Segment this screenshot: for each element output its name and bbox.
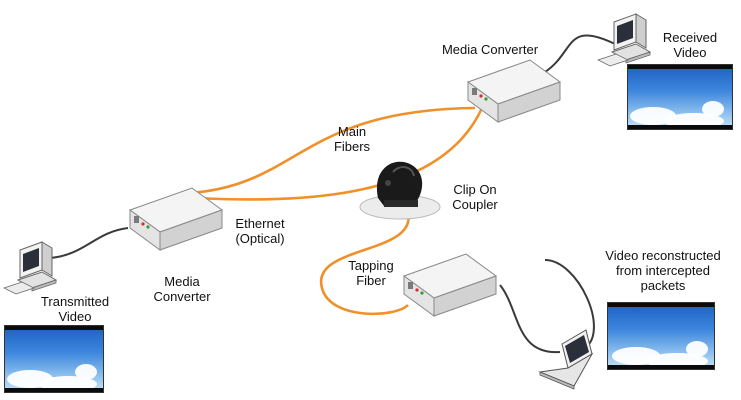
label-clip-on-coupler: Clip On Coupler [452, 182, 498, 212]
label-received-video: Received Video [662, 30, 718, 60]
cable-left-converter-to-pc [49, 227, 129, 259]
optical-fibers [189, 106, 484, 316]
cable-top-converter-to-pc [544, 34, 616, 73]
label-media-converter-left: Media Converter [153, 274, 211, 304]
label-video-reconstructed: Video reconstructed from intercepted pac… [605, 248, 721, 293]
media-converter-icon-top [467, 59, 561, 123]
video-frame-icon-reconstructed [607, 302, 715, 370]
media-converter-icon-tap [403, 253, 497, 317]
video-frame-icon-received [627, 64, 733, 130]
data-cables [49, 34, 616, 354]
label-media-converter-top: Media Converter [441, 42, 539, 57]
label-ethernet-optical: Ethernet (Optical) [235, 216, 285, 246]
clip-on-coupler-icon [359, 161, 441, 220]
desktop-computer-icon-transmitter [3, 241, 57, 295]
laptop-icon [538, 329, 594, 390]
main-fiber-upper [189, 106, 476, 195]
main-fiber-lower [194, 107, 484, 201]
cable-laptop-to-reconstructed [544, 259, 595, 349]
label-main-fibers: Main Fibers [333, 124, 371, 154]
cable-tap-converter-to-laptop [499, 284, 561, 354]
label-transmitted-video: Transmitted Video [40, 294, 110, 324]
tapping-fiber [319, 211, 410, 316]
video-frame-icon-transmitted [4, 325, 104, 393]
label-tapping-fiber: Tapping Fiber [348, 258, 394, 288]
